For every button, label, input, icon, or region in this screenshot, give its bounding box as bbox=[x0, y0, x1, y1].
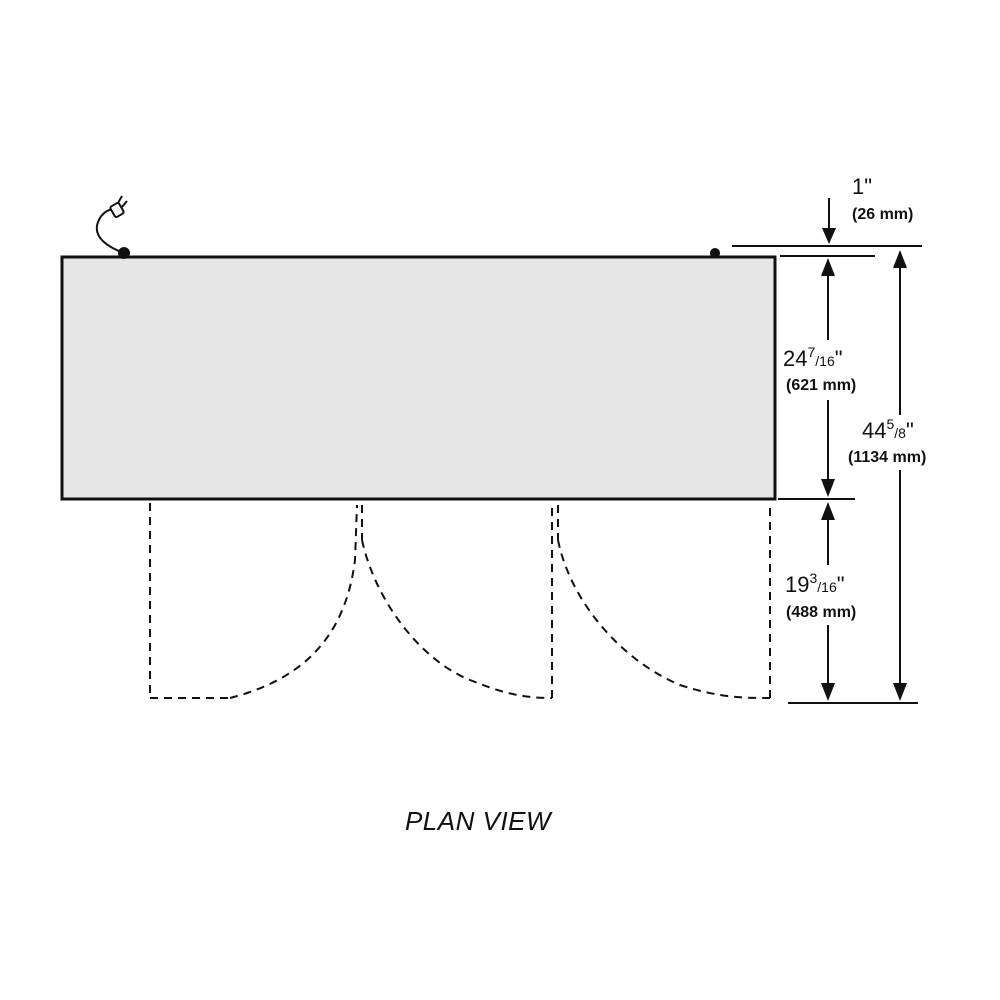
overall-mm: (1134 mm) bbox=[848, 449, 926, 466]
dimension-arrowheads bbox=[821, 228, 907, 701]
door-swing-outlines bbox=[149, 503, 771, 699]
dimension-label-overall: 445/8" (1134 mm) bbox=[848, 416, 926, 466]
depth-mm: (621 mm) bbox=[786, 377, 856, 394]
door-swing-mm: (488 mm) bbox=[786, 604, 856, 621]
top-gap-inches: 1" bbox=[852, 174, 872, 199]
overall-inches: 445/8" bbox=[862, 416, 914, 443]
dimension-label-door-swing: 193/16" (488 mm) bbox=[785, 570, 856, 621]
cabinet-nub bbox=[710, 248, 720, 258]
dimension-label-depth: 247/16" (621 mm) bbox=[783, 344, 856, 394]
dimension-label-top-gap: 1" (26 mm) bbox=[852, 174, 913, 223]
top-gap-mm: (26 mm) bbox=[852, 206, 913, 223]
power-plug-icon bbox=[95, 195, 130, 259]
depth-inches: 247/16" bbox=[783, 344, 843, 371]
cabinet-body bbox=[60, 255, 777, 501]
door-swing-inches: 193/16" bbox=[785, 570, 845, 597]
drawing-title: PLAN VIEW bbox=[405, 806, 553, 836]
